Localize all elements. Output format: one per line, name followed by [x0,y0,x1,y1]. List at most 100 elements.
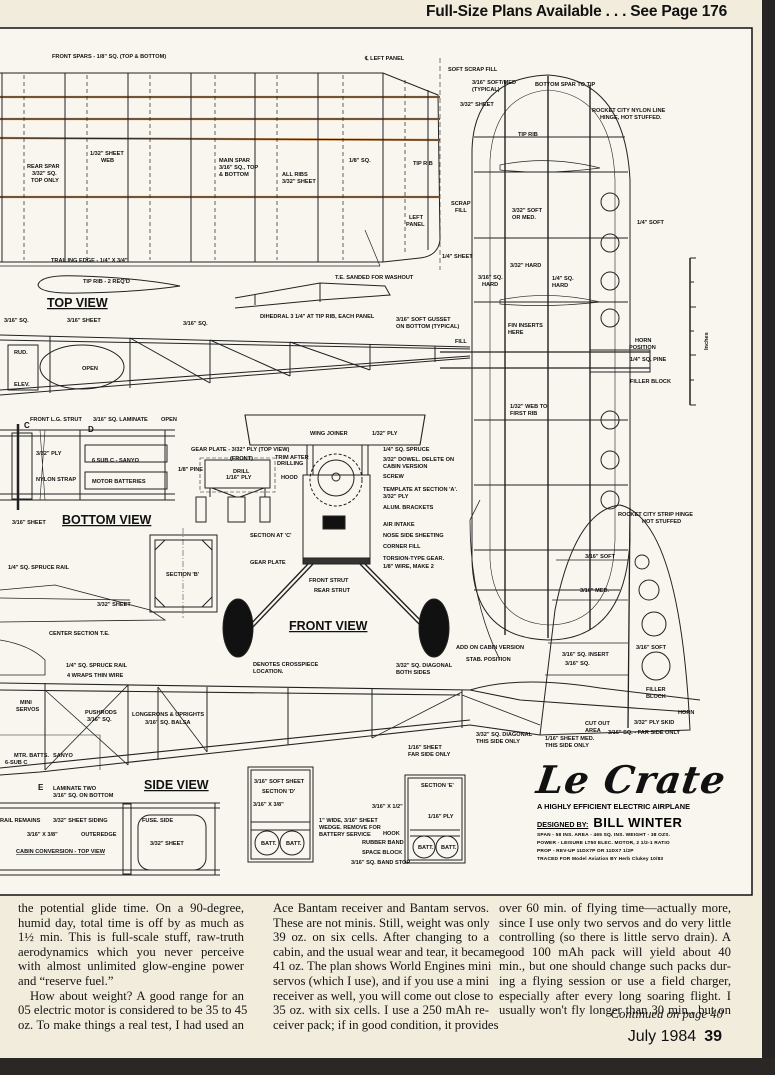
plan-label: 1/4" SQ. PINE [630,357,666,363]
plan-label: 3/32" PLY SKID [634,720,674,726]
fuselage-top-view [0,334,471,396]
plan-label: 3/16" SQ. [183,321,208,327]
plan-label: MAIN SPAR [219,158,250,164]
dihedral-sketch [234,282,391,309]
plan-label: TIP RIB [518,132,538,138]
plan-label: SERVOS [16,707,39,713]
plan-label: FILL [455,208,467,214]
plan-label: CUT OUT [585,721,610,727]
plan-label: 3/16" SQ. - FAR SIDE ONLY [608,730,680,736]
text-line: controlling (so there is little servo dr… [499,930,731,945]
plan-label: FRONT STRUT [309,578,349,584]
plan-label: ROCKET CITY STRIP HINGE [618,512,693,518]
plan-label: 1/32" PLY [372,431,398,437]
plan-label: 6 SUB C - SANYO [92,458,140,464]
plan-label: STAB. POSITION [466,657,511,663]
article-column-2: Ace Bantam receiver and Bantam servos. T… [273,901,500,1032]
plan-label: DENOTES CROSSPIECE [253,662,319,668]
text-line: 05 electric motor is considered to be 35… [18,1003,248,1018]
plan-label: (TYPICAL) [472,87,500,93]
plan-label: GEAR PLATE [250,560,286,566]
plan-label: 3/32" SQ. DIAGONAL [476,732,533,738]
plan-label: OUTEREDGE [81,832,117,838]
plan-label: 3/16" SQ. ON BOTTOM [53,793,114,799]
plan-label: OPEN [82,366,98,372]
plan-label: SECTION 'D' [262,789,296,795]
spec-line: PROP - REV-UP 11DX7P OR 11DX7 1/2P [537,849,634,854]
section-marker: D [88,425,94,434]
spec-line: POWER - LEISURE LT50 ELEC. MOTOR, 2 1/2-… [537,841,670,846]
tip-rib-airfoil [37,275,181,294]
stabilizer-top-view [440,74,651,641]
plan-label: BOTTOM SPAR TO TIP [535,82,596,88]
plan-label: SECTION 'E' [421,783,454,789]
plan-label: & BOTTOM [219,172,249,178]
front-view [222,414,450,658]
side-view-title: SIDE VIEW [144,778,209,792]
fin-and-rudder [469,499,691,736]
plan-label: GEAR PLATE - 3/32" PLY (TOP VIEW) [191,447,290,453]
plan-label: 3/32" SHEET [460,102,494,108]
plan-label: 4 WRAPS THIN WIRE [67,673,124,679]
plan-label: HOOD [281,475,298,481]
plan-label: 1/16" SHEET [408,745,442,751]
plan-label: THIS SIDE ONLY [545,743,589,749]
plan-label: OPEN [161,417,177,423]
plan-label: TOP ONLY [31,178,59,184]
plan-label: 3/16" SOFT GUSSET [396,317,451,323]
plan-label: SOFT SCRAP FILL [448,67,498,73]
plan-label: MTR. BATTS. [14,753,49,759]
plan-label: 1/8" PINE [178,467,203,473]
plan-label: SECTION AT 'C' [250,533,292,539]
text-line: aerodynamics which you never perceive [18,944,244,959]
plan-label: DRILL [233,469,250,475]
plan-label: 3/32" SQ. [32,171,57,177]
designed-by-label: DESIGNED BY: [537,820,589,829]
text-line: min., but one should change such packs d… [499,959,731,974]
scale-unit-label: Inches [704,332,710,350]
plan-label: 3/16" X 3/8" [27,832,58,838]
plane-name-logo: Le Crate [533,757,729,802]
plan-label: HORN [635,338,651,344]
plan-label: REAR STRUT [314,588,351,594]
page-bottom-shadow [0,1058,775,1075]
article-column-3: over 60 min. of flying time—actually mor… [499,901,731,1018]
plan-label: THIS SIDE ONLY [476,739,520,745]
plan-label: ON BOTTOM (TYPICAL) [396,324,459,330]
plan-label: FILLER BLOCK [630,379,671,385]
plan-label: 3/16" SOFT [585,554,616,560]
front-view-title: FRONT VIEW [289,619,368,633]
plan-label: 3/32" HARD [510,263,541,269]
plan-label: FRONT L.G. STRUT [30,417,82,423]
bottom-view-title: BOTTOM VIEW [62,513,152,527]
plan-label: FILLER [646,687,666,693]
plan-label: TRAILING EDGE - 1/4" X 3/4" [51,258,128,264]
plan-label: CABIN VERSION [383,464,427,470]
section-d [247,766,314,863]
plan-label: 1/32" SHEET [90,151,124,157]
text-line: 35 oz. with six cells. I use a 250 mAh r… [273,1003,489,1018]
plan-label: HOT STUFFED [642,519,681,525]
plan-label: BOTH SIDES [396,670,430,676]
text-line: the potential glide time. On a 90-degree… [18,901,244,915]
plan-label: CENTER SECTION T.E. [49,631,110,637]
title-block: Le Crate A HIGHLY EFFICIENT ELECTRIC AIR… [533,757,729,862]
plan-label: 3/32" PLY [383,494,409,500]
text-line: especially after every long soaring flig… [499,988,731,1003]
plan-label: 1/8" SQ. [349,158,371,164]
plan-label: 3/16" SHEET [67,318,101,324]
plan-drawing: FRONT SPARS - 1/8" SQ. (TOP & BOTTOM) ℄ … [0,27,753,896]
plan-label: AREA [585,728,601,734]
plan-label: ALUM. BRACKETS [383,505,434,511]
plan-label: LAMINATE TWO [53,786,97,792]
plan-label: SANYO [53,753,74,759]
plan-label: LONGERONS & UPRIGHTS [132,712,204,718]
plan-label: FUSE. SIDE [142,818,173,824]
plan-label: 3/16" SOFT [636,645,667,651]
text-line: Ace Bantam receiver and Bantam servos. [273,901,489,915]
battery-label: BATT. [418,845,434,851]
plan-label: AIR INTAKE [383,522,415,528]
plan-label: BATTERY SERVICE [319,832,371,838]
section-b [149,528,218,618]
text-line: ceiver pack; if in good condition, it pr… [273,1017,499,1032]
